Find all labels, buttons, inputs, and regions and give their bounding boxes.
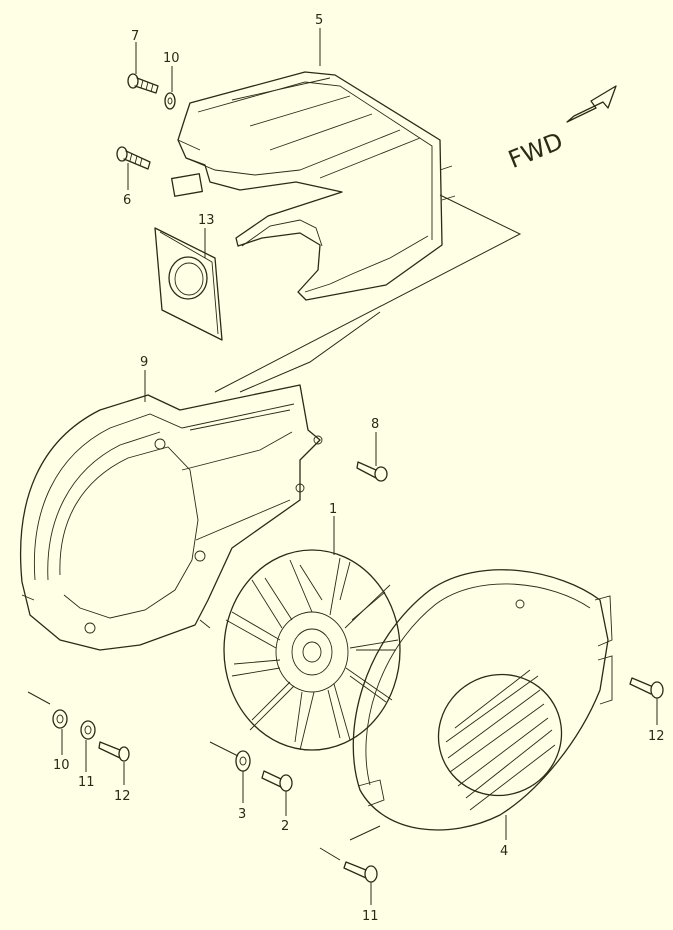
bolt-part-12-left <box>98 741 130 762</box>
fwd-label: FWD <box>504 127 566 174</box>
callout-9: 9 <box>140 355 148 370</box>
bolt-part-6 <box>116 146 151 170</box>
leader-lines <box>27 28 658 905</box>
callout-4: 4 <box>500 844 508 859</box>
washer-part-10-bottom <box>52 709 68 729</box>
callout-12-left: 12 <box>114 789 131 804</box>
callout-8: 8 <box>371 417 379 432</box>
inner-case-part-9 <box>19 384 323 651</box>
callout-5: 5 <box>315 13 323 28</box>
callout-11-left: 11 <box>78 775 95 790</box>
callout-2: 2 <box>281 819 289 834</box>
callout-3: 3 <box>238 807 246 822</box>
fan-cover-part-4 <box>352 569 613 831</box>
callout-6: 6 <box>123 193 131 208</box>
washer-part-10-top <box>164 92 176 110</box>
bolt-part-2 <box>261 770 293 792</box>
callout-13: 13 <box>198 213 215 228</box>
callout-10-top: 10 <box>163 51 180 66</box>
callout-12-right: 12 <box>648 729 665 744</box>
screw-part-8 <box>356 461 388 482</box>
cooling-fan-part-1 <box>223 549 401 751</box>
callout-7: 7 <box>131 29 139 44</box>
callout-10-bottom: 10 <box>53 758 70 773</box>
callout-11-bottom: 11 <box>362 909 379 924</box>
bolt-part-7 <box>127 73 159 94</box>
callout-1: 1 <box>329 502 337 517</box>
screw-part-11-bottom <box>343 861 378 883</box>
washer-part-11-left <box>80 720 96 740</box>
screw-part-12-right <box>629 677 664 699</box>
upper-shroud-part-5 <box>170 71 456 301</box>
washer-part-3 <box>235 750 251 772</box>
fwd-arrow-icon <box>566 85 617 123</box>
gasket-plate-part-13 <box>154 227 223 341</box>
